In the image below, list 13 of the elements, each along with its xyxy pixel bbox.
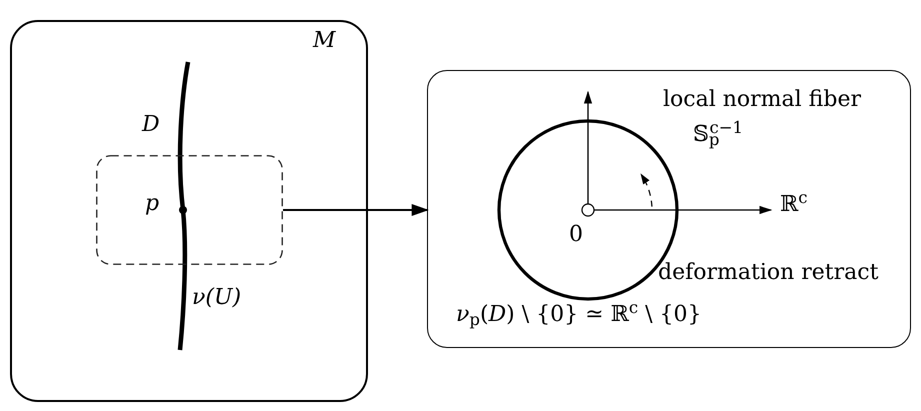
axis-label: ℝ$^{c}$ [780, 194, 808, 216]
normal-fiber-panel [427, 70, 911, 348]
arrow [283, 204, 429, 216]
curve-label: ν(U) [192, 287, 242, 309]
manifold-panel [10, 20, 368, 402]
fiber-label: local normal fiber [663, 89, 861, 111]
neighborhood-box [96, 155, 283, 265]
manifold-label: M [313, 30, 336, 52]
submanifold-label: D [142, 114, 160, 136]
origin-label: 0 [569, 224, 583, 246]
point-label: p [145, 193, 160, 215]
retract-label: deformation retract [658, 262, 878, 284]
formula-text: ν$_{p}$(D) \ {0} ≃ ℝ$^{c}$ \ {0} [456, 304, 702, 326]
